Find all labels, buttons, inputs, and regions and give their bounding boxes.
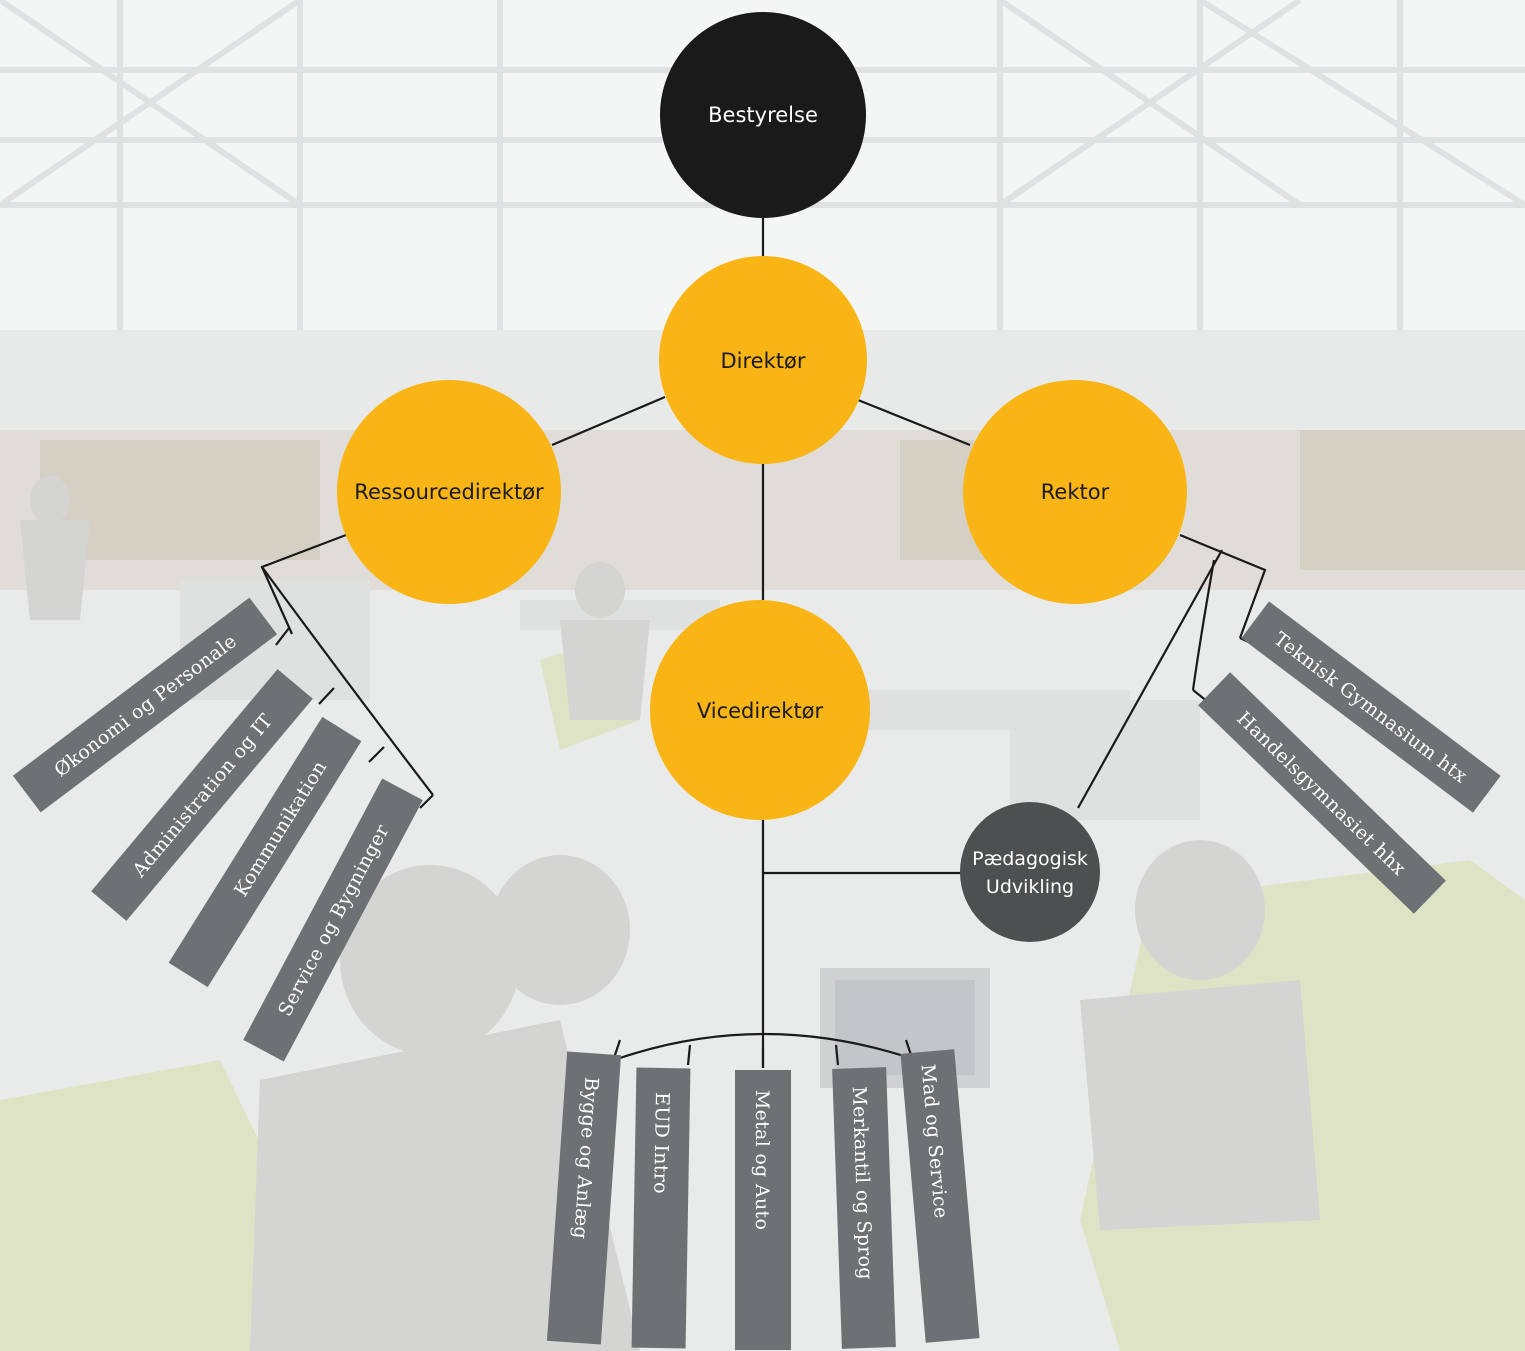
resource-departments: Økonomi og Personale Administration og I… xyxy=(12,597,423,1062)
department-bar-rect xyxy=(91,669,313,921)
department-bar-rect xyxy=(832,1067,896,1349)
gymnasium-bar-rect xyxy=(1198,672,1446,914)
node-director: Direktør xyxy=(659,256,867,464)
connector-resource-tick-1 xyxy=(275,627,290,646)
department-bar-rect xyxy=(631,1067,691,1349)
gymnasium-bar-rect xyxy=(1241,601,1501,813)
resource-director-label: Ressourcedirektør xyxy=(354,480,544,504)
connector-director-resource xyxy=(551,395,666,447)
director-label: Direktør xyxy=(721,349,806,373)
department-bar-label: Metal og Auto xyxy=(751,1090,773,1230)
director-circle xyxy=(659,256,867,464)
connector-resource-tick-3 xyxy=(368,746,385,763)
department-bar-construction: Bygge og Anlæg xyxy=(546,1051,622,1345)
connector-rector-arc xyxy=(1191,559,1216,691)
vice-director-label: Vicedirektør xyxy=(697,699,824,723)
board-circle xyxy=(660,12,866,218)
connector-director-rector xyxy=(857,398,971,447)
node-vice-director: Vicedirektør xyxy=(650,600,870,820)
connector-rector-pedagogical xyxy=(1077,549,1223,809)
node-resource-director: Ressourcedirektør xyxy=(337,380,561,604)
vice-director-circle xyxy=(650,600,870,820)
pedagogical-development-label-line-2: Udvikling xyxy=(986,876,1074,898)
node-rector: Rektor xyxy=(963,380,1187,604)
connector-lines xyxy=(260,218,1267,1068)
department-bar-rect xyxy=(12,597,278,813)
department-bar-rect xyxy=(243,778,423,1062)
department-bar-rect xyxy=(546,1051,622,1345)
gymnasiums: Teknisk Gymnasium htx Handelsgymnasiet h… xyxy=(1198,601,1501,914)
pedagogical-development-circle xyxy=(960,802,1100,942)
connector-resource-arc xyxy=(261,566,434,796)
node-board: Bestyrelse xyxy=(660,12,866,218)
department-bar-merchant-language: Merkantil og Sprog xyxy=(832,1067,896,1349)
node-pedagogical-development: Pædagogisk Udvikling xyxy=(960,802,1100,942)
connector-resource-tick-4 xyxy=(419,794,434,809)
department-bar-rect xyxy=(900,1049,980,1343)
department-bar-label: EUD Intro xyxy=(649,1092,673,1194)
rector-label: Rektor xyxy=(1041,480,1110,504)
connector-vocational-tick-4 xyxy=(834,1044,840,1066)
connector-rector-bracket xyxy=(1179,533,1267,639)
department-bar-eud-intro: EUD Intro xyxy=(631,1067,691,1349)
rector-circle xyxy=(963,380,1187,604)
department-bar-rect xyxy=(735,1070,791,1350)
board-label: Bestyrelse xyxy=(708,103,818,127)
department-bar-metal-auto: Metal og Auto xyxy=(735,1070,791,1350)
department-bar-rect xyxy=(168,716,362,988)
connector-vocational-tick-2 xyxy=(686,1044,692,1066)
resource-director-circle xyxy=(337,380,561,604)
connector-resource-tick-2 xyxy=(318,687,335,705)
vocational-departments: Bygge og Anlæg EUD Intro Metal og Auto M… xyxy=(546,1049,980,1350)
department-bar-food-service: Mad og Service xyxy=(900,1049,980,1343)
pedagogical-development-label-line-1: Pædagogisk xyxy=(972,848,1088,870)
connector-vocational-arc xyxy=(619,1032,911,1060)
